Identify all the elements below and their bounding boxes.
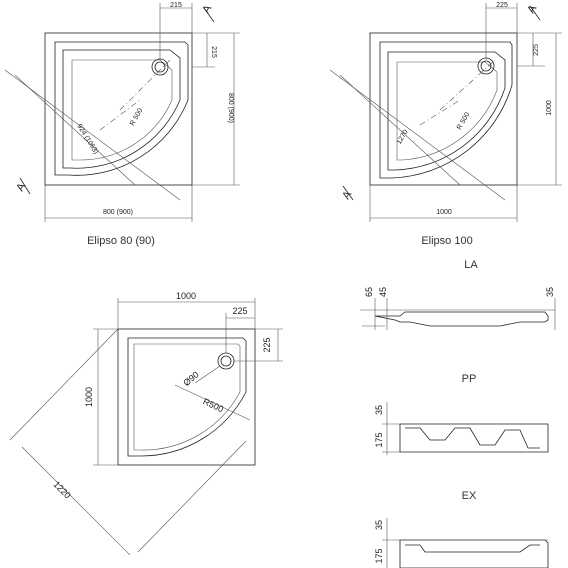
section-line — [329, 69, 506, 201]
tray-rim — [379, 41, 513, 179]
dim-width: 800 (900) — [103, 209, 133, 216]
drain-inner — [480, 60, 492, 72]
plan-elipso-100: 225 225 1000 1000 1270 R 500 A A Elipso … — [329, 2, 562, 247]
section-la: LA 65 45 35 — [360, 259, 556, 330]
dim-b: 175 — [374, 432, 384, 447]
tray-inner-rim — [62, 49, 181, 169]
tray-inner-rim — [133, 343, 241, 451]
section-mark-top: A — [200, 3, 214, 16]
tray-outline — [369, 32, 518, 186]
section-ex: EX 35 175 — [374, 490, 549, 568]
dim-diagonal: 1220 — [52, 479, 73, 500]
section-line — [4, 69, 181, 201]
dim-height: 1000 — [84, 387, 94, 407]
dim-top-offset: 225 — [232, 306, 247, 316]
dim-side-offset: 225 — [533, 44, 540, 56]
tray-inner-rim — [387, 51, 506, 171]
dim-drain: Ø90 — [181, 369, 200, 388]
drain-inner — [220, 355, 232, 367]
dim-a: 35 — [374, 405, 384, 415]
dim-b: 175 — [374, 548, 384, 563]
dim-radius: R 500 — [129, 107, 144, 127]
tray-rim — [127, 337, 247, 457]
drain-inner — [154, 61, 166, 73]
dim-a: 35 — [374, 520, 384, 530]
drain-outer — [217, 352, 235, 370]
plan-elipso-80: 215 215 800 (900) 800 (900) 924 (1063) R… — [4, 2, 240, 247]
profile — [374, 311, 549, 327]
dim-c: 35 — [545, 287, 555, 297]
tray-basin — [71, 59, 173, 161]
dim-a: 65 — [364, 287, 374, 297]
caption: Elipso 100 — [421, 235, 472, 247]
section-pp: PP 35 175 — [374, 373, 549, 455]
drain-outer — [477, 57, 495, 75]
drain-outer — [151, 58, 169, 76]
dim-side-offset: 215 — [210, 46, 217, 58]
plan-1000: Ø90 R500 1000 225 225 1000 1220 — [9, 291, 283, 556]
dim-width: 1000 — [436, 209, 452, 216]
dim-side-offset: 225 — [262, 337, 272, 352]
section-title: EX — [462, 490, 477, 502]
dim-radius: R500 — [201, 396, 225, 414]
tray-rim — [54, 41, 189, 176]
profile — [399, 539, 549, 568]
dim-diagonal: 924 (1063) — [75, 123, 99, 155]
caption: Elipso 80 (90) — [87, 235, 155, 247]
tray-basin — [396, 61, 498, 161]
dim-b: 45 — [378, 287, 388, 297]
dim-width: 1000 — [176, 291, 196, 301]
profile — [399, 423, 549, 453]
section-title: LA — [464, 259, 478, 271]
dim-height: 800 (900) — [227, 93, 234, 123]
dim-top-offset: 225 — [496, 2, 508, 9]
dim-radius: R 500 — [456, 111, 471, 131]
dim-top-offset: 215 — [170, 2, 182, 9]
section-mark-bottom: A — [14, 181, 28, 194]
tray-outline — [44, 32, 193, 186]
tray-outline — [117, 328, 256, 466]
dim-height: 1000 — [546, 100, 553, 116]
section-title: PP — [462, 373, 477, 385]
